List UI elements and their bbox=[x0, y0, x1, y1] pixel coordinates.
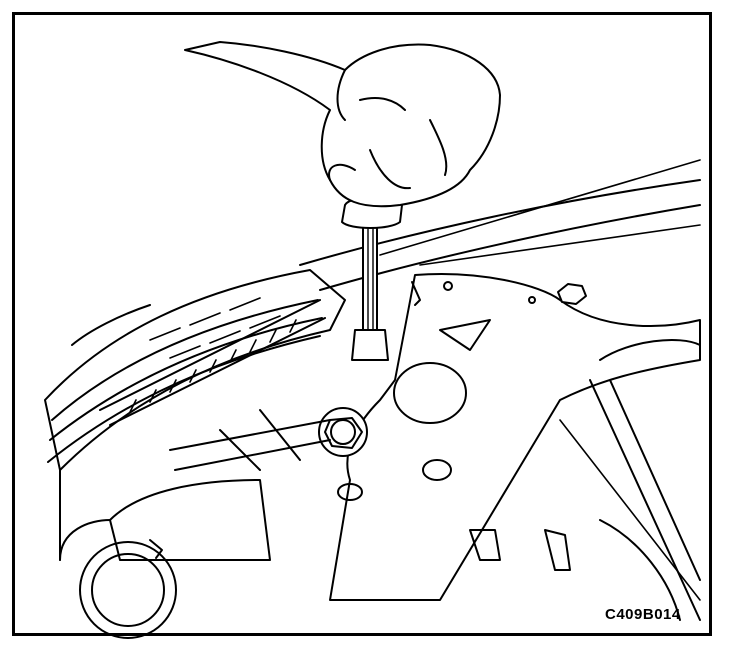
large-hole bbox=[393, 362, 467, 424]
small-hole bbox=[422, 459, 452, 481]
figure-code: C409B014 bbox=[605, 606, 681, 623]
lower-components bbox=[59, 409, 331, 639]
screwdriver bbox=[341, 196, 403, 361]
right-components bbox=[469, 339, 701, 621]
triangular-hole bbox=[439, 319, 491, 351]
rear-bolt bbox=[557, 283, 587, 305]
hand bbox=[184, 41, 501, 208]
grille-ribs bbox=[99, 297, 326, 426]
engine-cover bbox=[44, 269, 346, 561]
mounting-bracket bbox=[329, 273, 701, 601]
